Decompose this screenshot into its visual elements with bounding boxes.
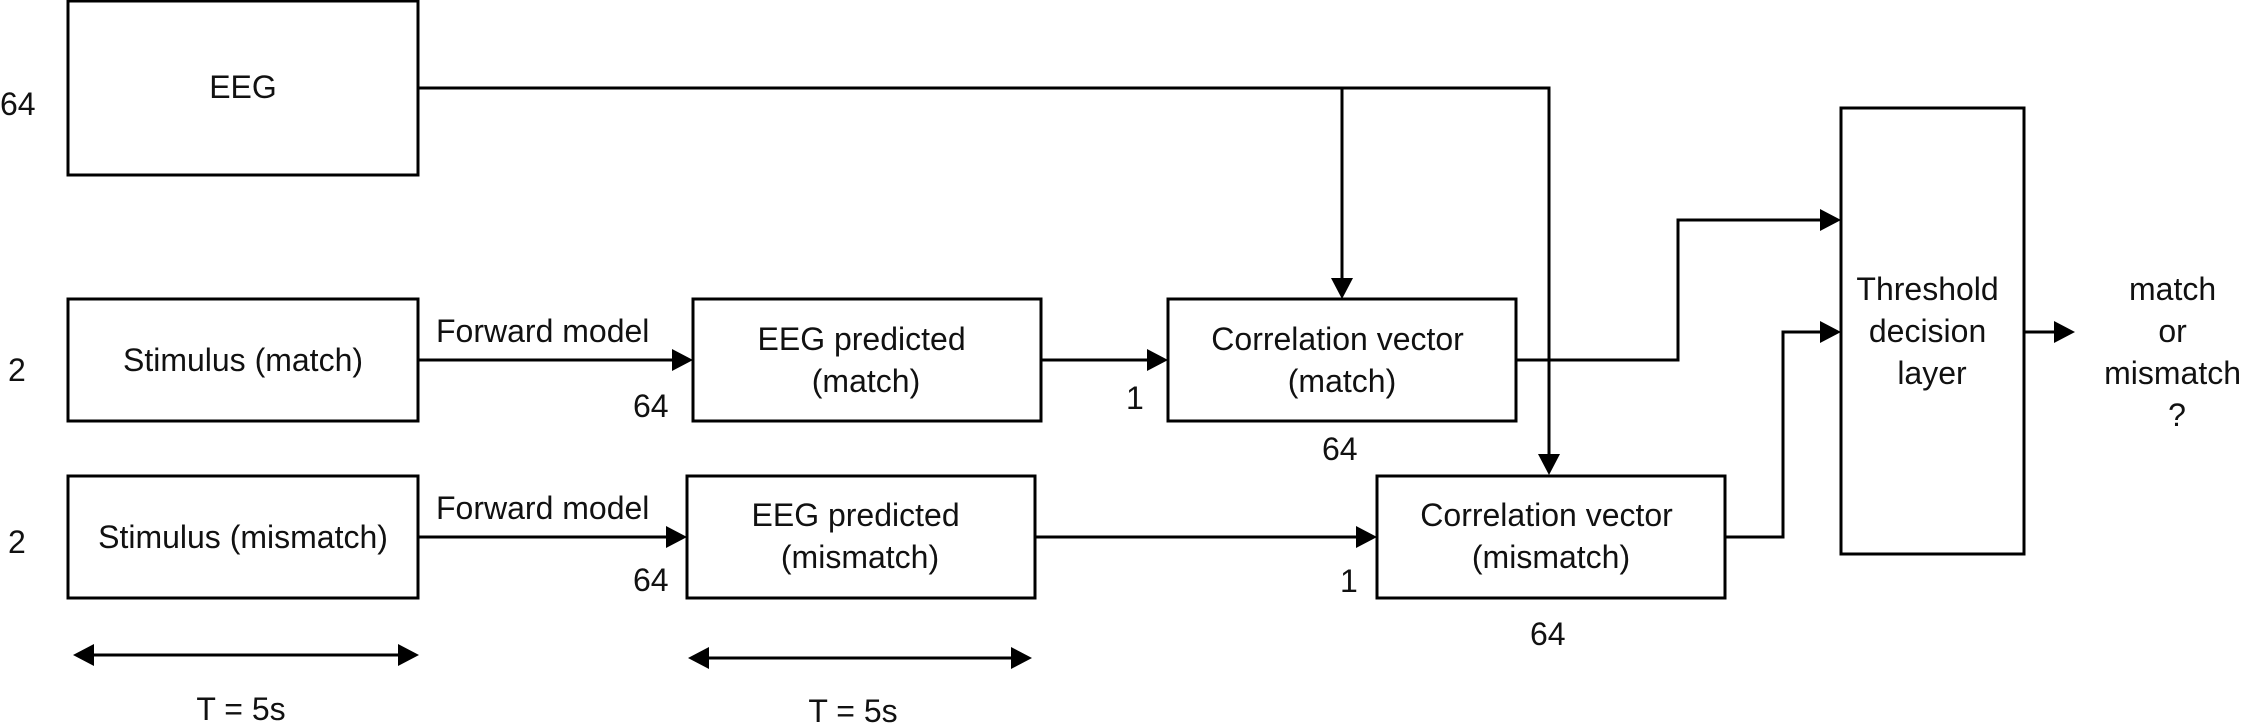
block-correlation-match: Correlation vector (match) — [1166, 297, 1518, 423]
arrowhead-corr-mismatch-top — [1538, 454, 1560, 475]
dim-corr-mismatch-output: 64 — [1530, 616, 1566, 652]
duration-label-prediction: T = 5s — [808, 693, 897, 725]
block-threshold-line-2: decision — [1869, 313, 1986, 349]
block-eeg-predicted-mismatch-frame — [685, 474, 1037, 600]
block-eeg-label: EEG — [209, 69, 277, 105]
duration-arrow-prediction-left-head — [688, 647, 709, 669]
arrowhead-threshold-lower — [1820, 321, 1841, 343]
arrowhead-pred-match — [672, 349, 693, 371]
block-stimulus-mismatch: Stimulus (mismatch) — [66, 474, 420, 600]
block-eeg-predicted-mismatch-line-1: EEG predicted — [752, 497, 960, 533]
dim-corr-match-input: 1 — [1126, 380, 1144, 416]
block-eeg-predicted-match-line-2: (match) — [812, 363, 920, 399]
arrowhead-corr-mismatch-left — [1356, 526, 1377, 548]
block-correlation-match-frame — [1166, 297, 1518, 423]
arrowhead-corr-match-top — [1331, 278, 1353, 299]
block-eeg-predicted-match: EEG predicted (match) — [691, 297, 1043, 423]
block-eeg-line: EEG — [209, 69, 277, 105]
block-correlation-match-line-1: Correlation vector — [1211, 321, 1464, 357]
block-threshold-label: Threshold decision layer — [1856, 271, 2007, 391]
arrowhead-output — [2054, 321, 2075, 343]
block-eeg-frame — [66, 0, 420, 177]
block-threshold-line-3: layer — [1897, 355, 1967, 391]
arrowhead-threshold-upper — [1820, 209, 1841, 231]
block-eeg-predicted-mismatch: EEG predicted (mismatch) — [685, 474, 1037, 600]
output-line-1: match — [2129, 271, 2216, 307]
block-stimulus-match-line: Stimulus (match) — [123, 342, 363, 378]
duration-label-stimulus: T = 5s — [196, 691, 285, 725]
dimension-labels: 64 2 2 64 64 1 1 64 64 — [0, 86, 1566, 652]
output-line-4: ? — [2168, 397, 2186, 433]
block-stimulus-match-label: Stimulus (match) — [123, 342, 363, 378]
dim-pred-mismatch-output: 64 — [633, 562, 669, 598]
dim-eeg-input: 64 — [0, 86, 36, 122]
block-eeg-predicted-mismatch-label: EEG predicted (mismatch) — [752, 497, 969, 575]
duration-markers — [73, 644, 1032, 669]
block-correlation-mismatch-frame — [1375, 474, 1727, 600]
duration-arrow-stimulus-left-head — [73, 644, 94, 666]
forward-model-label-match: Forward model — [436, 313, 649, 349]
arrowhead-pred-mismatch — [666, 526, 687, 548]
wire-corr-match-to-threshold — [1516, 218, 1822, 362]
dim-corr-mismatch-input: 1 — [1340, 563, 1358, 599]
block-correlation-match-label: Correlation vector (match) — [1211, 321, 1472, 399]
block-stimulus-match: Stimulus (match) — [66, 297, 420, 423]
block-threshold-frame — [1839, 106, 2026, 556]
block-stimulus-mismatch-frame — [66, 474, 420, 600]
wire-eeg-to-corr-match — [418, 86, 1344, 280]
wire-corr-mismatch-to-threshold — [1725, 330, 1822, 539]
block-threshold-decision-layer: Threshold decision layer — [1839, 106, 2026, 556]
block-correlation-mismatch-label: Correlation vector (mismatch) — [1420, 497, 1681, 575]
block-correlation-mismatch-line-2: (mismatch) — [1472, 539, 1630, 575]
block-stimulus-mismatch-line: Stimulus (mismatch) — [98, 519, 388, 555]
block-eeg-predicted-mismatch-line-2: (mismatch) — [781, 539, 939, 575]
block-correlation-mismatch-line-1: Correlation vector — [1420, 497, 1673, 533]
wire-eeg-to-corr-mismatch — [1342, 86, 1551, 456]
block-stimulus-mismatch-label: Stimulus (mismatch) — [98, 519, 388, 555]
forward-model-label-mismatch: Forward model — [436, 490, 649, 526]
block-eeg-predicted-match-frame — [691, 297, 1043, 423]
block-eeg: EEG — [66, 0, 420, 177]
connectors — [418, 86, 2075, 548]
output-line-2: or — [2158, 313, 2187, 349]
block-correlation-mismatch: Correlation vector (mismatch) — [1375, 474, 1727, 600]
dim-corr-match-output: 64 — [1322, 431, 1358, 467]
block-eeg-predicted-match-line-1: EEG predicted — [758, 321, 966, 357]
block-threshold-line-1: Threshold — [1856, 271, 1998, 307]
duration-arrow-stimulus-right-head — [398, 644, 419, 666]
block-stimulus-match-frame — [66, 297, 420, 423]
block-eeg-predicted-match-label: EEG predicted (match) — [758, 321, 975, 399]
block-correlation-match-line-2: (match) — [1288, 363, 1396, 399]
arrowhead-corr-match-left — [1147, 349, 1168, 371]
dim-pred-match-output: 64 — [633, 388, 669, 424]
output-label: match or mismatch ? — [2104, 271, 2250, 433]
dim-stimulus-match-input: 2 — [8, 352, 26, 388]
dim-stimulus-mismatch-input: 2 — [8, 524, 26, 560]
duration-arrow-prediction-right-head — [1011, 647, 1032, 669]
output-line-3: mismatch — [2104, 355, 2241, 391]
